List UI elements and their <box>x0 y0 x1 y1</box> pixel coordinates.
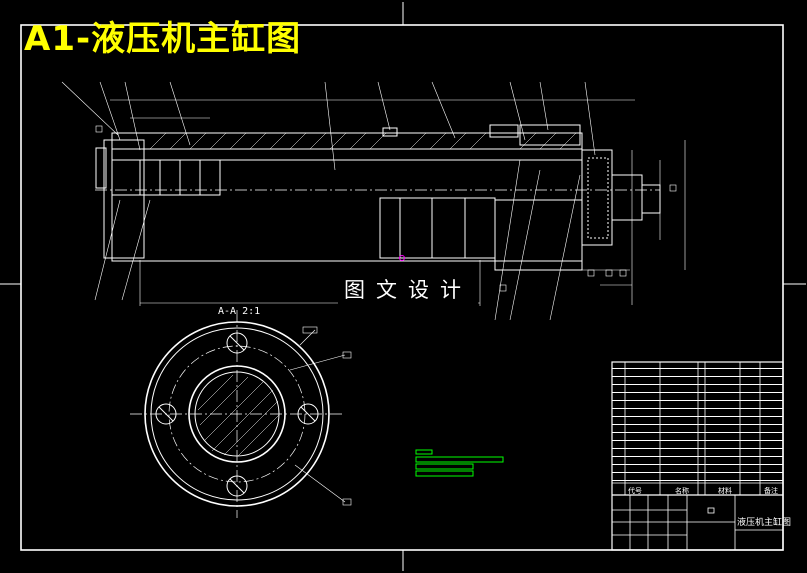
technical-notes <box>415 449 504 477</box>
parts-list-row <box>612 464 783 465</box>
header-code: 代号 <box>628 487 642 495</box>
parts-list-row <box>612 440 783 441</box>
section-label: A-A 2:1 <box>218 306 261 317</box>
parts-list-row <box>612 424 783 425</box>
header-remarks: 备注 <box>764 487 778 495</box>
parts-list-row <box>612 432 783 433</box>
parts-list-row <box>612 392 783 393</box>
section-view-aa <box>130 310 352 518</box>
watermark-text: 图文设计 <box>338 274 478 304</box>
drawing-title: A1-液压机主缸图 <box>24 19 302 59</box>
drawing-name-cell: 液压机主缸图 <box>737 518 792 528</box>
parts-list-row <box>612 416 783 417</box>
parts-list-row <box>612 384 783 385</box>
parts-list-row <box>612 448 783 449</box>
parts-list-row <box>612 472 783 473</box>
cylinder-front-view <box>61 81 686 321</box>
parts-list-row <box>612 368 783 369</box>
parts-list-row <box>612 456 783 457</box>
header-material: 材料 <box>718 487 732 495</box>
parts-list-row <box>612 480 783 481</box>
parts-list-row <box>612 408 783 409</box>
parts-list-row <box>612 400 783 401</box>
header-name: 名称 <box>675 487 689 495</box>
parts-list-row <box>612 376 783 377</box>
marker-point <box>399 255 405 261</box>
